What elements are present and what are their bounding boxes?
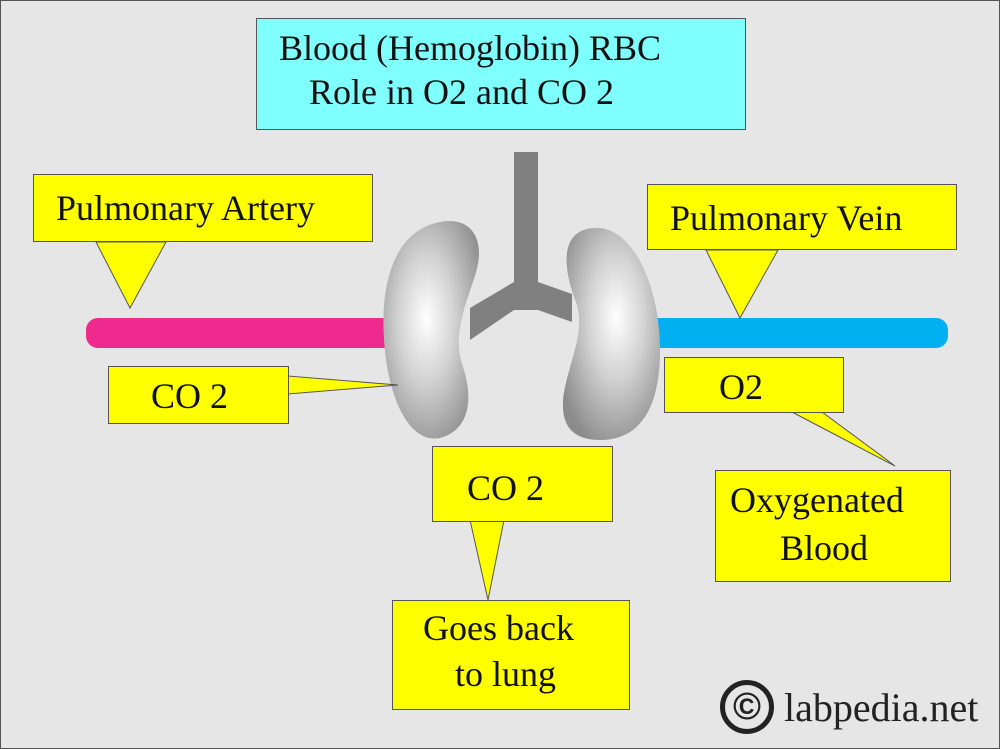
co2-left-label: CO 2	[151, 376, 229, 416]
copyright-site: labpedia.net	[784, 684, 979, 730]
pulmonary-vein-pointer	[705, 249, 779, 320]
pulmonary-artery-pointer	[95, 241, 167, 310]
pulmonary-vein-vessel	[640, 318, 948, 348]
pulmonary-vein-label-box: Pulmonary Vein	[647, 184, 957, 250]
pulmonary-vein-label: Pulmonary Vein	[670, 198, 903, 238]
oxygenated-blood-line-1: Oxygenated	[730, 480, 904, 520]
title-line-1: Blood (Hemoglobin) RBC	[279, 28, 662, 68]
o2-label-box: O2	[664, 357, 844, 413]
o2-pointer	[791, 411, 896, 467]
trachea	[470, 152, 572, 340]
pulmonary-artery-vessel	[86, 318, 406, 348]
right-lung	[562, 227, 660, 440]
o2-label: O2	[719, 367, 763, 407]
co2-left-pointer	[287, 375, 399, 395]
title-box: Blood (Hemoglobin) RBC Role in O2 and CO…	[256, 18, 746, 130]
goes-back-line-2: to lung	[455, 654, 557, 694]
co2-left-label-box: CO 2	[108, 366, 289, 424]
oxygenated-blood-label-box: Oxygenated Blood	[715, 470, 951, 582]
goes-back-to-lung-label-box: Goes back to lung	[392, 600, 630, 710]
goes-back-line-1: Goes back	[423, 608, 574, 648]
co2-bottom-label-box: CO 2	[432, 446, 613, 522]
pulmonary-artery-label: Pulmonary Artery	[56, 188, 315, 228]
pulmonary-artery-label-box: Pulmonary Artery	[33, 174, 373, 242]
title-line-2: Role in O2 and CO 2	[309, 72, 614, 112]
oxygenated-blood-line-2: Blood	[780, 528, 869, 568]
co2-bottom-label: CO 2	[467, 468, 545, 508]
copyright-watermark: © labpedia.net	[720, 672, 978, 742]
copyright-icon: ©	[720, 680, 774, 734]
co2-bottom-pointer	[469, 519, 505, 601]
left-lung	[383, 221, 479, 439]
